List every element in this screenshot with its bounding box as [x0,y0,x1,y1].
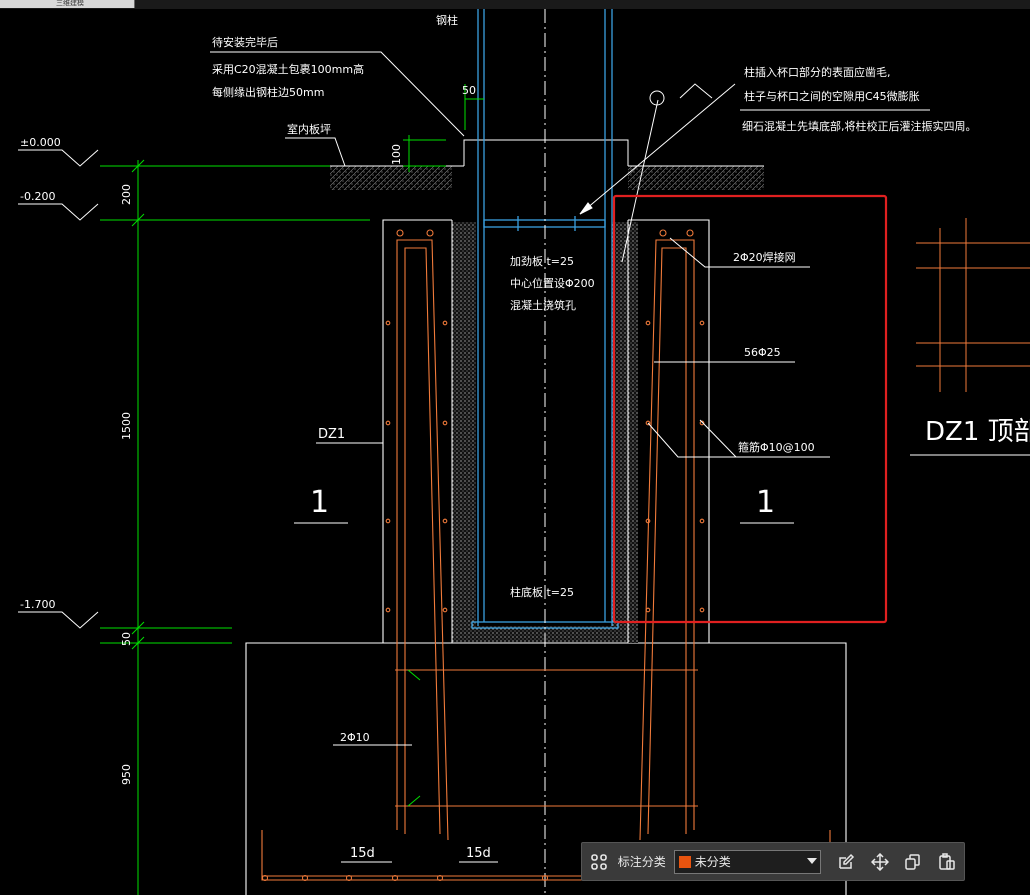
category-grid-icon[interactable] [582,843,616,880]
steel-column [471,9,619,629]
dim-15d-left: 15d [350,846,375,861]
dimension-lines [100,84,484,895]
note-install-2: 采用C20混凝土包裹100mm高 [212,62,364,76]
dim-100-label: 100 [390,144,403,165]
note-install-1: 待安装完毕后 [212,35,278,49]
selection-highlight [612,194,888,624]
dim-50b-label: 50 [120,632,133,646]
stiffener-note-1: 加劲板 t=25 [510,254,574,268]
dim-1500-label: 1500 [120,412,133,440]
window-top-strip: 三维建模 [0,0,1030,9]
detail-grid [916,218,1030,392]
stiffener-note-2: 中心位置设Φ200 [510,276,595,290]
section-mark-right: 1 [756,485,775,520]
level-0: ±0.000 [20,136,61,149]
note-cup-3: 细石混凝土先填底部,将柱校正后灌注振实四周。 [742,119,977,133]
level-m17: -1.700 [20,598,55,611]
copy-icon[interactable] [896,843,930,880]
level-m02: -0.200 [20,190,55,203]
note-cup-1: 柱插入杯口部分的表面应凿毛, [744,65,891,79]
detail-title: DZ1 顶部焊 [925,417,1030,447]
base-plate-note: 柱底板 t=25 [510,585,574,599]
paste-icon[interactable] [930,843,964,880]
grout-fill [451,220,638,644]
category-select[interactable]: 未分类 [673,849,821,874]
move-icon[interactable] [863,843,897,880]
leader-lines [18,51,1030,863]
edit-icon[interactable] [829,843,863,880]
floor-hatch [330,165,764,190]
label-steel-column: 钢柱 [436,13,458,27]
dim-50-label: 50 [462,84,476,97]
tab-3d-modeling[interactable]: 三维建模 [0,0,135,8]
dim-950-label: 950 [120,764,133,785]
stiffener-note-3: 混凝土浇筑孔 [510,298,576,312]
concrete-collar [463,139,629,166]
section-mark-left: 1 [310,485,329,520]
label-indoor-floor: 室内板坪 [287,122,331,136]
category-color-swatch [678,855,691,868]
pier-outline [245,219,847,895]
rebar-weld-label: 2Φ20焊接网 [733,250,796,264]
rebar-cage [261,229,831,882]
annotation-toolbar: 标注分类 未分类 [581,842,965,881]
rebar-stirrup-label: 箍筋Φ10@100 [738,440,815,454]
note-install-3: 每侧缘出钢柱边50mm [212,85,324,99]
chevron-down-icon [804,858,820,865]
dim-15d-right: 15d [466,846,491,861]
category-label: 标注分类 [617,855,666,869]
note-cup-2: 柱子与杯口之间的空隙用C45微膨胀 [744,89,920,103]
category-selected-value: 未分类 [694,855,731,869]
rebar-2phi10-label: 2Φ10 [340,731,370,744]
pier-dz1-label: DZ1 [318,427,345,442]
dim-200-label: 200 [120,184,133,205]
rebar-main-label: 56Φ25 [744,346,781,359]
